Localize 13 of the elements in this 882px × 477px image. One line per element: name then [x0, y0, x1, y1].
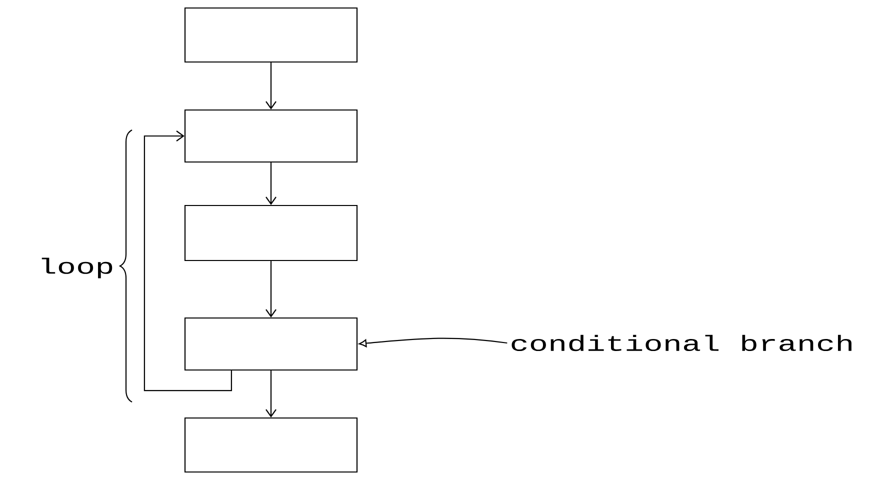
process-box: [184, 204, 358, 262]
process-box: [184, 317, 358, 371]
loop-label: loop: [42, 258, 112, 278]
branch-note: conditional branch: [512, 334, 852, 352]
arrow: [266, 62, 276, 110]
process-box: [184, 417, 358, 473]
leader-line: [358, 338, 508, 348]
process-box: [184, 7, 358, 63]
arrow: [266, 162, 276, 205]
arrow: [266, 370, 276, 418]
arrow: [266, 261, 276, 318]
arrow: [144, 130, 232, 392]
process-box: [184, 109, 358, 163]
